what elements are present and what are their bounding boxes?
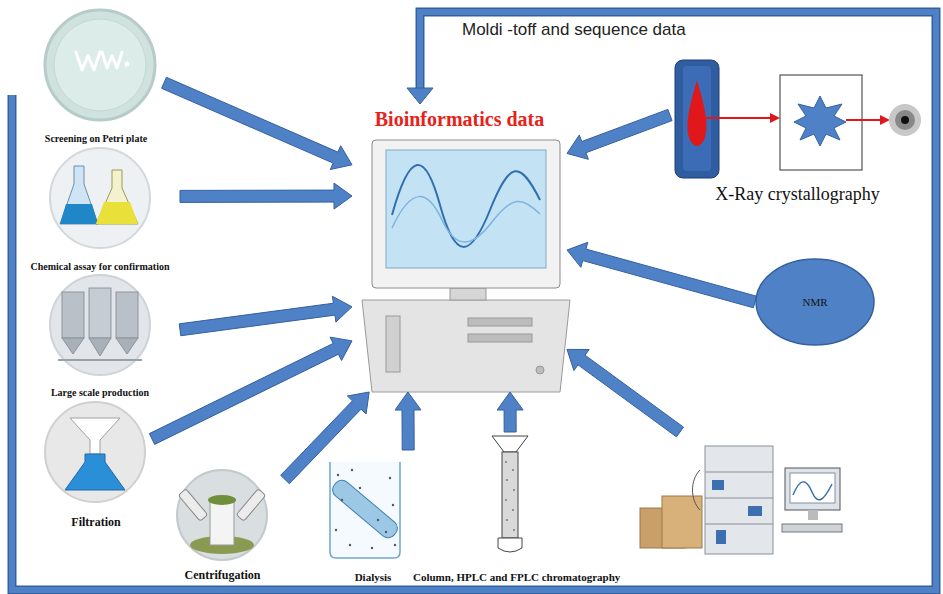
dialysis-beaker-picture: [329, 462, 400, 558]
heading: Bioinformatics data: [375, 108, 544, 131]
image-caption: X-Ray crystallography: [715, 184, 879, 205]
block-arrow: [497, 392, 523, 432]
x-ray-setup-picture: [675, 60, 921, 178]
ellipse-shape: [756, 259, 874, 345]
image-caption: Filtration: [71, 515, 120, 530]
nmr-ellipse: NMR: [755, 258, 875, 346]
centrifugation-node: Centrifugation: [160, 468, 285, 583]
filtration-node: Filtration: [40, 400, 152, 530]
image-caption: Centrifugation: [185, 568, 261, 583]
block-arrow: [149, 337, 352, 444]
chromatography-node: Column, HPLC and FPLC chromatography: [405, 432, 845, 583]
block-arrow: [567, 242, 757, 308]
dialysis-node: Dialysis: [318, 450, 428, 583]
petri-plate-node: Screening on Petri plate: [28, 8, 164, 144]
flasks-picture: [50, 148, 150, 248]
block-arrow: [162, 77, 352, 169]
production-node: Large scale production: [20, 274, 180, 398]
chemical-assay-node: Chemical assay for confirmation: [20, 146, 180, 272]
chromatography-column-picture: [492, 436, 528, 552]
computer-picture: [362, 140, 570, 392]
block-arrow: [179, 296, 352, 335]
label-holder: Moldi -toff and sequence data: [462, 20, 686, 40]
arrow-label: Moldi -toff and sequence data: [462, 20, 686, 40]
hplc-system-picture: [640, 446, 842, 554]
image-caption: Dialysis: [355, 571, 392, 583]
fermenter-tanks-picture: [50, 275, 150, 375]
image-caption: Chemical assay for confirmation: [31, 261, 170, 272]
feedback-loop-arrow: [12, 12, 936, 590]
block-arrow: [395, 392, 421, 450]
computer-node: Bioinformatics data: [352, 108, 567, 392]
funnel-flask-picture: [45, 402, 145, 502]
image-caption: Large scale production: [51, 387, 149, 398]
block-arrow: [567, 109, 672, 159]
image-caption: Column, HPLC and FPLC chromatography: [413, 571, 620, 583]
block-arrow: [567, 349, 684, 436]
block-arrow: [281, 392, 370, 484]
image-caption: Screening on Petri plate: [45, 133, 147, 144]
node-label: NMR: [802, 296, 827, 308]
petri-plate-picture: [45, 10, 155, 120]
centrifuge-picture: [177, 470, 267, 560]
block-arrow: [180, 183, 352, 209]
x-ray-node: X-Ray crystallography: [670, 55, 925, 205]
